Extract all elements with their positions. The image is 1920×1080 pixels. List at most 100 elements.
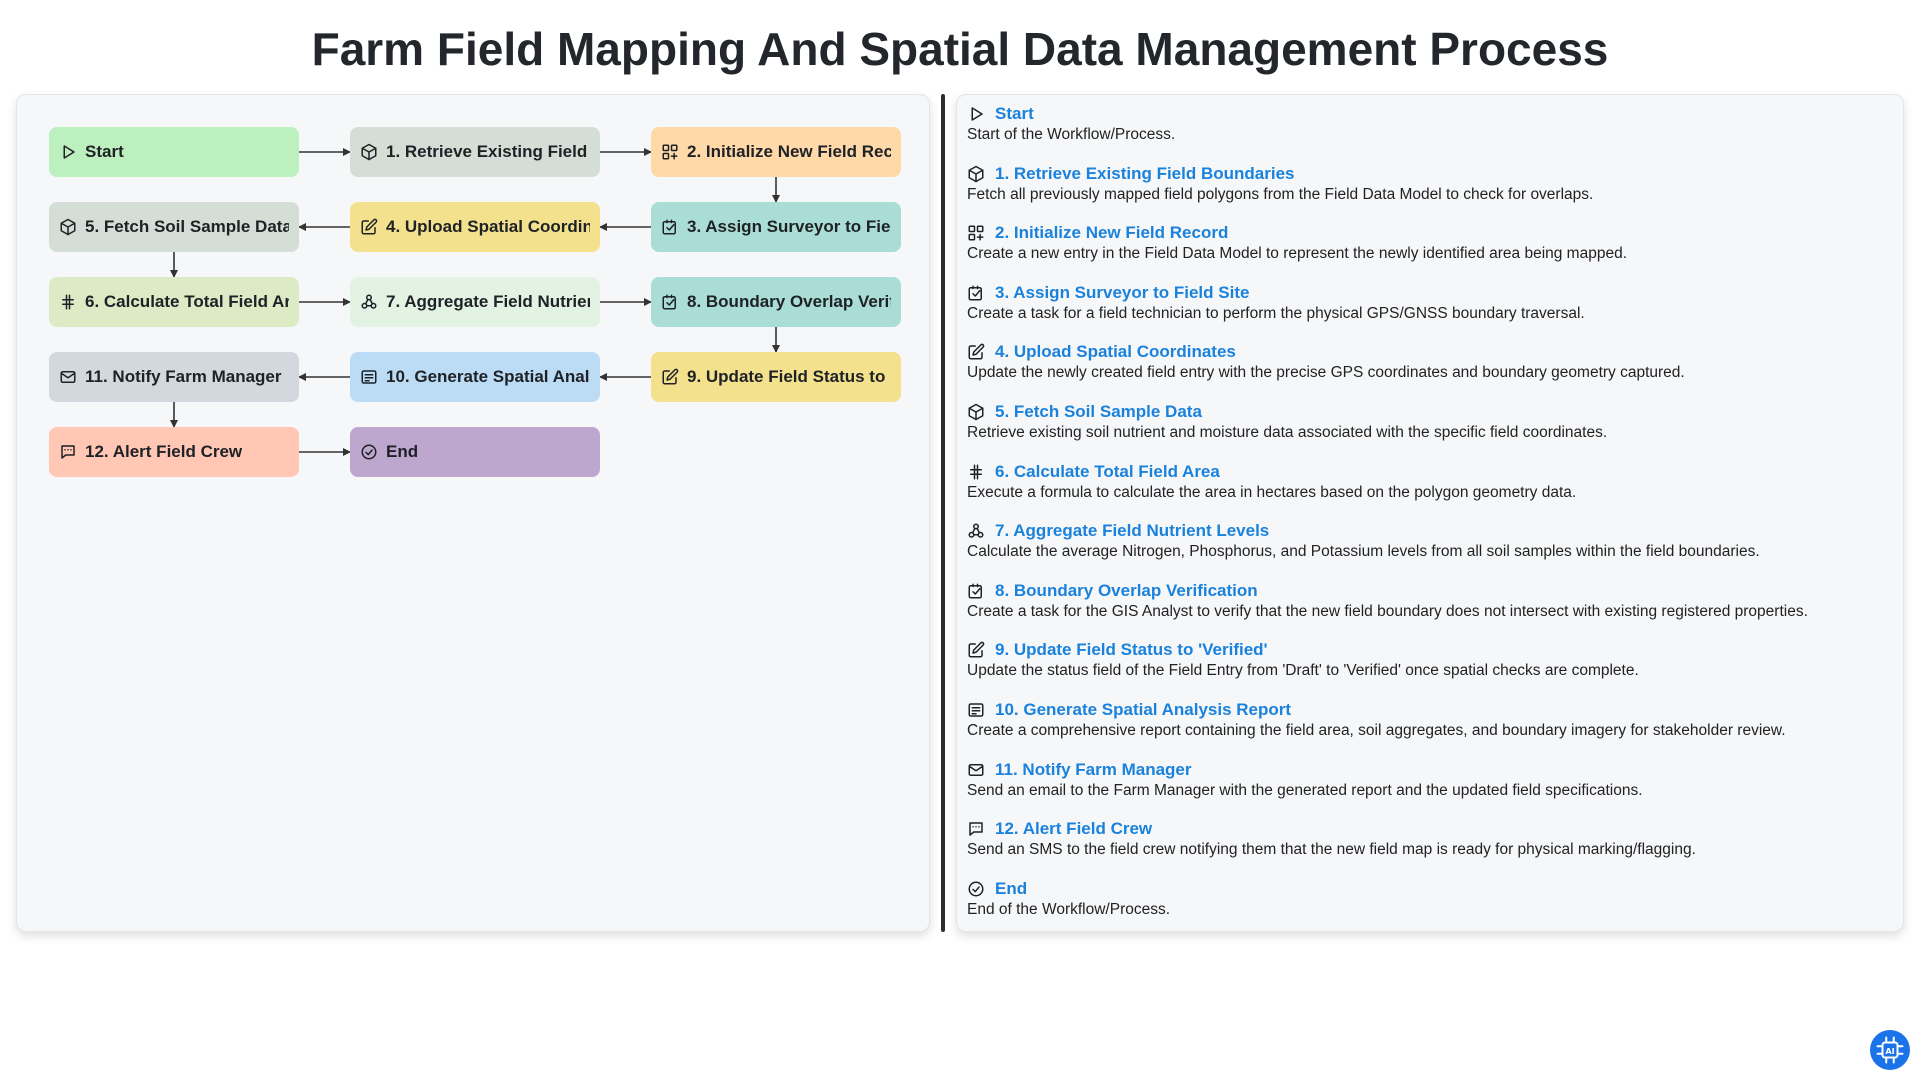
flow-node-label: 8. Boundary Overlap Verification: [687, 292, 891, 311]
flow-node-label: 12. Alert Field Crew: [85, 442, 243, 461]
step-title-link[interactable]: 4. Upload Spatial Coordinates: [995, 342, 1236, 362]
flow-node-n11[interactable]: 11. Notify Farm Manager: [49, 352, 299, 402]
flow-connectors: [170, 148, 780, 456]
step-header: 3. Assign Surveyor to Field Site: [967, 282, 1893, 304]
cube-icon: [59, 218, 77, 236]
flow-node-n9[interactable]: 9. Update Field Status to 'Verified': [651, 352, 901, 402]
step-title-link[interactable]: 2. Initialize New Field Record: [995, 223, 1229, 243]
report-icon: [360, 368, 378, 386]
step-title-link[interactable]: 9. Update Field Status to 'Verified': [995, 640, 1268, 660]
step-header: 8. Boundary Overlap Verification: [967, 580, 1893, 602]
step-description: Fetch all previously mapped field polygo…: [967, 185, 1594, 203]
step-title-link[interactable]: 11. Notify Farm Manager: [995, 759, 1192, 779]
flow-node-label: 6. Calculate Total Field Area: [85, 292, 289, 311]
step-title-link[interactable]: 8. Boundary Overlap Verification: [995, 580, 1258, 600]
step-description: Retrieve existing soil nutrient and mois…: [967, 423, 1608, 441]
flow-node-n5[interactable]: 5. Fetch Soil Sample Data: [49, 202, 299, 252]
step-title-link[interactable]: 5. Fetch Soil Sample Data: [995, 401, 1202, 421]
flow-node-n1[interactable]: 1. Retrieve Existing Field Boundaries: [350, 127, 600, 177]
flow-node-n2[interactable]: 2. Initialize New Field Record: [651, 127, 901, 177]
step-description: Start of the Workflow/Process.: [967, 126, 1176, 143]
flow-node-label: End: [386, 442, 419, 461]
play-icon: [59, 143, 77, 161]
flow-node-end[interactable]: End: [350, 427, 600, 477]
flow-node-label: 9. Update Field Status to 'Verified': [687, 367, 891, 386]
step-title-link[interactable]: Start: [995, 104, 1034, 123]
step-description: Update the status field of the Field Ent…: [967, 662, 1639, 680]
checkbox-icon: [967, 284, 985, 302]
flow-node-label: 11. Notify Farm Manager: [85, 367, 282, 386]
step-description: Calculate the average Nitrogen, Phosphor…: [967, 543, 1760, 561]
flow-node-n12[interactable]: 12. Alert Field Crew: [49, 427, 299, 477]
hash-icon: [59, 293, 77, 311]
step-title-link[interactable]: 6. Calculate Total Field Area: [995, 461, 1220, 481]
page-title: Farm Field Mapping And Spatial Data Mana…: [311, 23, 1609, 75]
step-header: 1. Retrieve Existing Field Boundaries: [967, 163, 1893, 185]
play-icon: [967, 105, 985, 123]
ai-assistant-button[interactable]: AI: [1870, 1030, 1910, 1070]
checkbox-icon: [661, 218, 679, 236]
flow-node-n10[interactable]: 10. Generate Spatial Analysis Report: [350, 352, 600, 402]
flow-node-label: 1. Retrieve Existing Field Boundaries: [386, 142, 590, 161]
flowchart-panel: Start 1. Retrieve Existing Field Boundari…: [16, 94, 930, 932]
flow-node-label: 5. Fetch Soil Sample Data: [85, 217, 289, 236]
step-description: Create a task for the GIS Analyst to ver…: [967, 602, 1808, 620]
step-item: 9. Update Field Status to 'Verified' Upda…: [967, 639, 1893, 699]
cube-icon: [360, 143, 378, 161]
step-title-link[interactable]: 1. Retrieve Existing Field Boundaries: [995, 163, 1295, 183]
flow-node-n4[interactable]: 4. Upload Spatial Coordinates: [350, 202, 600, 252]
step-header: 6. Calculate Total Field Area: [967, 461, 1893, 483]
step-title-link[interactable]: 10. Generate Spatial Analysis Report: [995, 699, 1292, 719]
cube-icon: [967, 403, 985, 421]
flow-node-label: 10. Generate Spatial Analysis Report: [386, 367, 590, 386]
step-title-link[interactable]: 3. Assign Surveyor to Field Site: [995, 282, 1250, 302]
step-title-link[interactable]: End: [995, 878, 1028, 898]
ai-chip-icon: AI: [1875, 1035, 1905, 1065]
step-header: 12. Alert Field Crew: [967, 818, 1893, 840]
step-description: End of the Workflow/Process.: [967, 900, 1171, 918]
flow-node-start[interactable]: Start: [49, 127, 299, 177]
grid-plus-icon: [661, 143, 679, 161]
flow-node-label: Start: [85, 142, 124, 161]
flow-node-n7[interactable]: 7. Aggregate Field Nutrient Levels: [350, 277, 600, 327]
step-description: Create a new entry in the Field Data Mod…: [967, 245, 1627, 263]
checkbox-icon: [661, 293, 679, 311]
edit-icon: [967, 641, 985, 659]
svg-text:AI: AI: [1885, 1046, 1894, 1056]
checkbox-icon: [967, 582, 985, 600]
step-title-link[interactable]: 12. Alert Field Crew: [995, 819, 1153, 839]
step-header: 10. Generate Spatial Analysis Report: [967, 699, 1893, 721]
step-header: Start: [967, 103, 1893, 125]
flow-node-n8[interactable]: 8. Boundary Overlap Verification: [651, 277, 901, 327]
flow-node-n6[interactable]: 6. Calculate Total Field Area: [49, 277, 299, 327]
message-icon: [59, 443, 77, 461]
flow-node-n3[interactable]: 3. Assign Surveyor to Field Site: [651, 202, 901, 252]
step-title-link[interactable]: 7. Aggregate Field Nutrient Levels: [995, 521, 1270, 541]
step-description: Execute a formula to calculate the area …: [967, 483, 1577, 501]
message-icon: [967, 820, 985, 838]
step-header: 2. Initialize New Field Record: [967, 222, 1893, 244]
mail-icon: [967, 761, 985, 779]
flow-node-label: 3. Assign Surveyor to Field Site: [687, 217, 891, 236]
flow-node-label: 4. Upload Spatial Coordinates: [386, 217, 590, 236]
nodes-icon: [967, 522, 985, 540]
step-description: Create a task for a field technician to …: [967, 304, 1585, 322]
step-header: 9. Update Field Status to 'Verified': [967, 639, 1893, 661]
step-header: 7. Aggregate Field Nutrient Levels: [967, 520, 1893, 542]
step-header: 4. Upload Spatial Coordinates: [967, 341, 1893, 363]
panel-divider[interactable]: [941, 94, 945, 932]
check-circle-icon: [360, 443, 378, 461]
cube-icon: [967, 165, 985, 183]
